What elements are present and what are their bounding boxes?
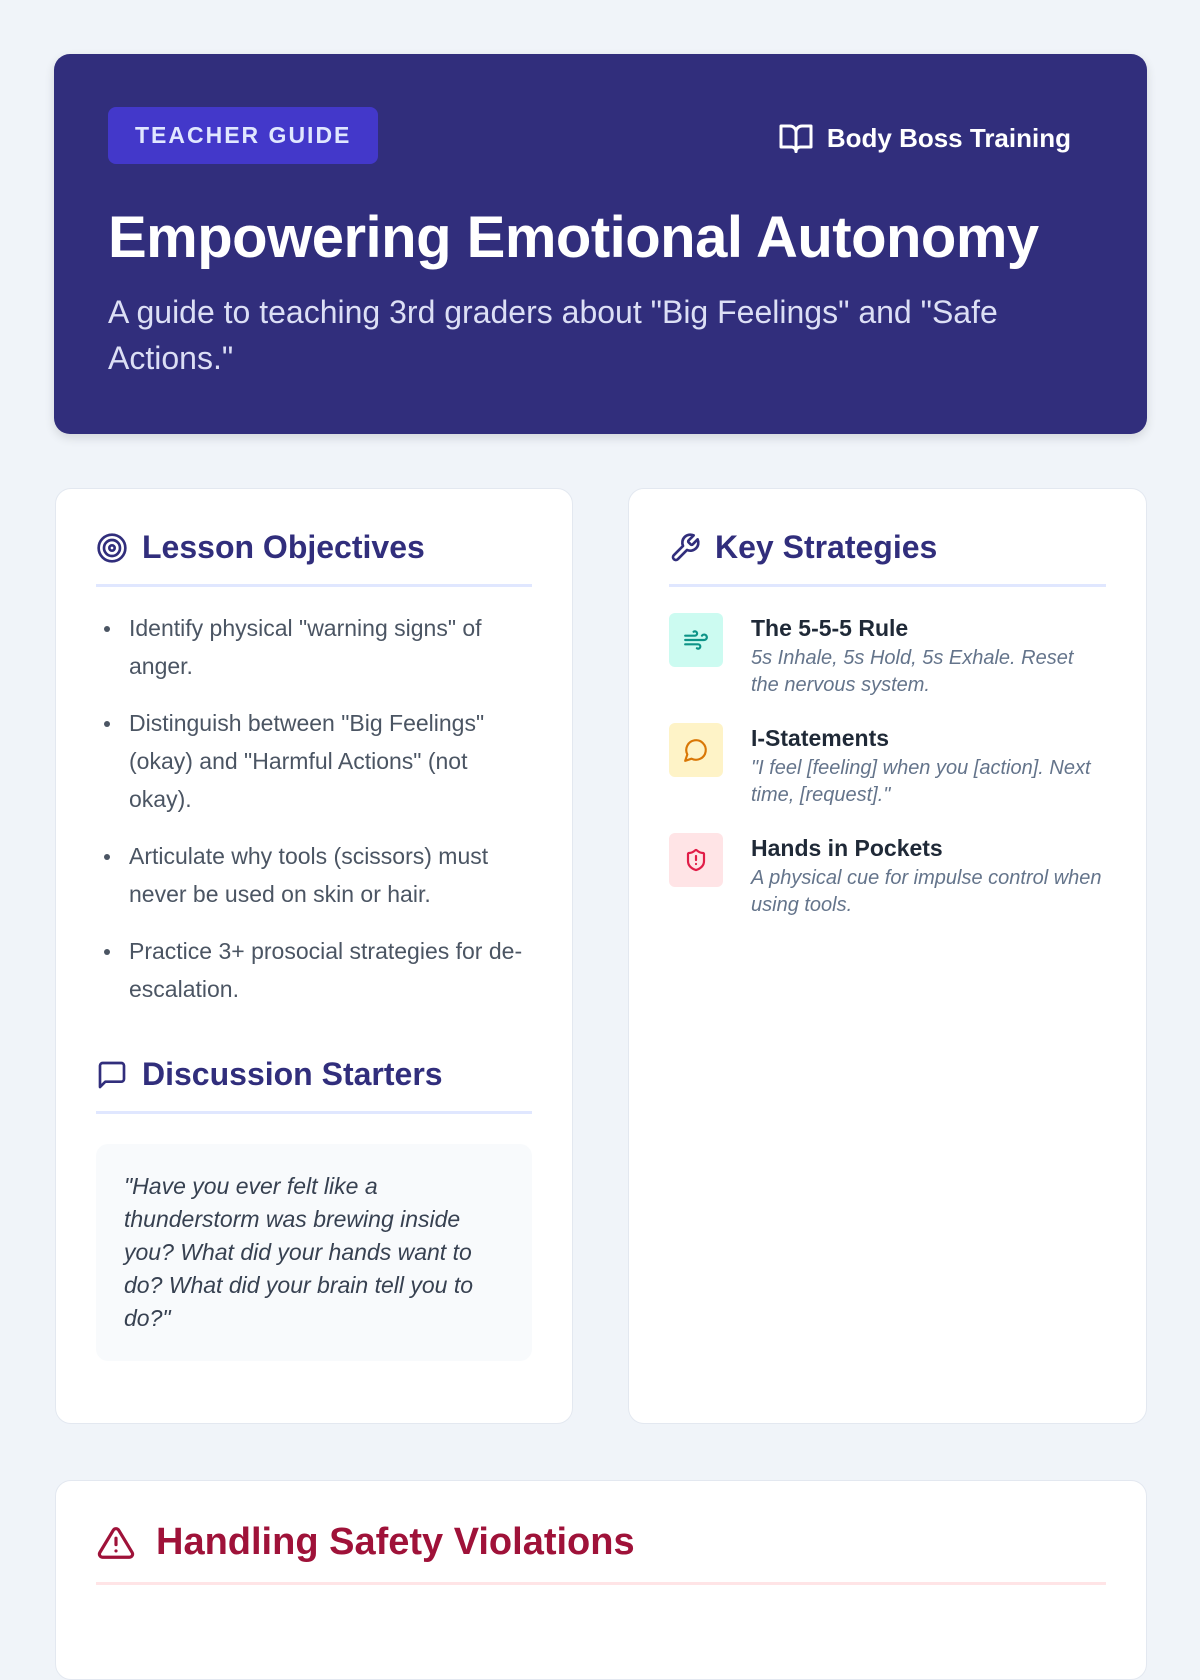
strategy-item: I-Statements "I feel [feeling] when you [… <box>669 723 1106 809</box>
list-item: Identify physical "warning signs" of ang… <box>96 609 532 685</box>
message-square-icon <box>98 1061 126 1088</box>
wrench-icon <box>671 532 700 561</box>
strategy-title: The 5-5-5 Rule <box>751 615 909 641</box>
discussion-quote: "Have you ever felt like a thunderstorm … <box>96 1144 532 1361</box>
brand: Body Boss Training <box>777 120 1071 156</box>
safety-title: Handling Safety Violations <box>156 1521 635 1563</box>
strategy-item: Hands in Pockets A physical cue for impul… <box>669 833 1106 919</box>
objectives-list: Identify physical "warning signs" of ang… <box>96 609 532 1008</box>
objectives-card: Lesson Objectives Identify physical "war… <box>55 488 573 1424</box>
strategy-desc: A physical cue for impulse control when … <box>751 867 1102 916</box>
discussion-heading: Discussion Starters <box>96 1056 532 1114</box>
strategy-desc: 5s Inhale, 5s Hold, 5s Exhale. Reset the… <box>751 647 1074 696</box>
strategy-title: Hands in Pockets <box>751 835 943 861</box>
page-title: Empowering Emotional Autonomy <box>108 205 1039 270</box>
objectives-heading: Lesson Objectives <box>96 529 532 587</box>
safety-card: Handling Safety Violations <box>55 1480 1147 1680</box>
list-item: Distinguish between "Big Feelings" (okay… <box>96 704 532 818</box>
strategies-heading: Key Strategies <box>669 529 1106 587</box>
target-icon <box>97 532 127 563</box>
brand-name: Body Boss Training <box>826 122 1071 153</box>
strategies-card: Key Strategies The 5-5-5 Rule 5s Inhale, … <box>628 488 1147 1424</box>
wind-icon <box>669 613 723 667</box>
header-banner: TEACHER GUIDE Body Boss Training Empower… <box>54 54 1147 434</box>
strategies-title: Key Strategies <box>715 529 938 565</box>
message-circle-icon <box>669 723 723 777</box>
list-item: Practice 3+ prosocial strategies for de-… <box>96 932 532 1008</box>
strategy-item: The 5-5-5 Rule 5s Inhale, 5s Hold, 5s Exh… <box>669 613 1106 699</box>
objectives-title: Lesson Objectives <box>142 529 425 565</box>
book-open-icon <box>779 124 813 153</box>
strategy-title: I-Statements <box>751 725 890 751</box>
page-subtitle: A guide to teaching 3rd graders about "B… <box>108 294 998 376</box>
alert-triangle-icon <box>97 1526 135 1559</box>
list-item: Articulate why tools (scissors) must nev… <box>96 837 532 913</box>
discussion-title: Discussion Starters <box>142 1056 443 1092</box>
safety-heading: Handling Safety Violations <box>96 1521 1106 1585</box>
shield-alert-icon <box>669 833 723 887</box>
strategy-desc: "I feel [feeling] when you [action]. Nex… <box>751 757 1091 806</box>
teacher-guide-badge: TEACHER GUIDE <box>108 107 379 164</box>
